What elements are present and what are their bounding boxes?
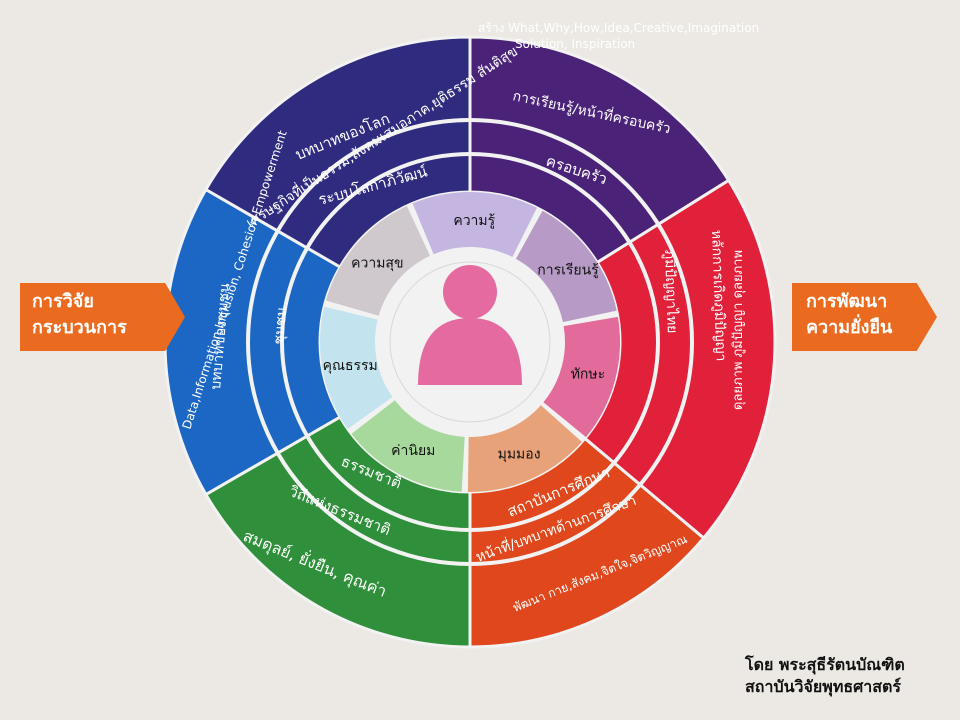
petal-7	[325, 205, 430, 316]
inner-right-label: ภูมิปัญญาไทย	[661, 250, 681, 334]
petal-label-4: มุมมอง	[498, 447, 541, 463]
inner-left-label: ชุมชน	[271, 306, 290, 345]
credit-line2: สถาบันวิจัยพุทธศาสตร์	[745, 677, 902, 696]
center-disc-edge	[389, 261, 551, 423]
petal-2	[515, 210, 617, 323]
right-arrow-line1: การพัฒนา	[806, 291, 888, 312]
credit-line1: โดย พระสุธีรัตนบัณฑิต	[745, 655, 905, 674]
left-arrow-line2: กระบวนการ	[32, 317, 127, 338]
petal-label-1: ความรู้	[453, 213, 495, 229]
petal-label-3: ทักษะ	[571, 366, 605, 382]
middle-right-label: หลักการเกิดภูมิปัญญา	[708, 230, 729, 362]
petal-3	[543, 316, 620, 438]
right-arrow-line2: ความยั่งยืน	[806, 317, 893, 338]
author-credit: โดย พระสุธีรัตนบัณฑิต สถาบันวิจัยพุทธศาส…	[745, 654, 950, 698]
petal-label-5: ค่านิยม	[391, 443, 435, 459]
outer-top-right-label-1: สร้าง What,Why,How,Idea,Creative,Imagina…	[478, 21, 759, 35]
petal-label-2: การเรียนรู้	[537, 262, 599, 278]
person-icon	[418, 265, 522, 385]
petal-1	[412, 192, 537, 257]
left-arrow-line1: การวิจัย	[32, 291, 94, 312]
outer-right-label: ดุลยภาพ ภูมิปัญญา ดุลยภาพ	[731, 250, 746, 410]
outer-top-right-label-2: Solution, Inspiration	[515, 37, 635, 51]
research-process-arrow: การวิจัย กระบวนการ	[20, 283, 185, 351]
petal-label-7: ความสุข	[351, 256, 403, 272]
petal-5	[351, 400, 465, 492]
petal-6	[319, 306, 393, 429]
ring-divider-inner	[280, 152, 660, 532]
sustainable-development-arrow: การพัฒนา ความยั่งยืน	[792, 283, 937, 351]
petal-ring	[319, 192, 620, 492]
ring-divider-outer	[246, 118, 694, 566]
petal-label-6: คุณธรรม	[323, 358, 378, 374]
petal-4	[467, 405, 582, 492]
